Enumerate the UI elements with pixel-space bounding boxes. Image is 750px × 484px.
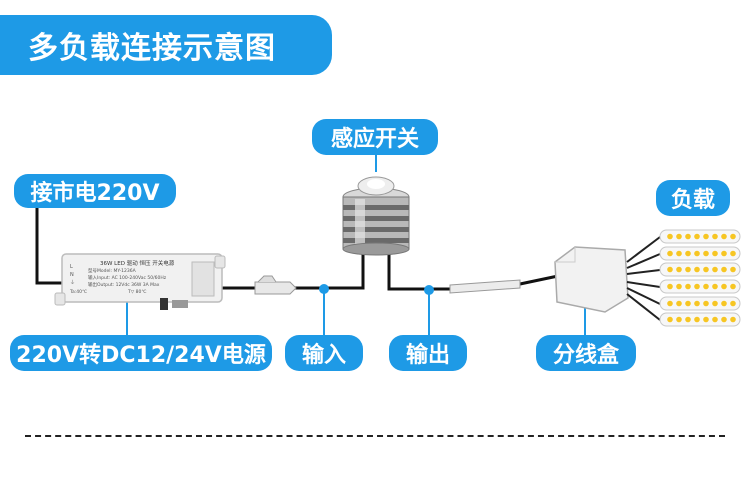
- sensor-label: 感应开关: [312, 119, 438, 155]
- led-chip: [685, 316, 691, 323]
- led-chip: [712, 266, 718, 273]
- led-chip: [676, 266, 682, 273]
- led-chip: [667, 266, 673, 273]
- led-chip: [667, 316, 673, 323]
- led-chip: [703, 233, 709, 240]
- led-strip: [659, 279, 741, 294]
- led-chip: [721, 316, 727, 323]
- power-supply: 36W LED 驱动 恒压 开关电源 型号Model: MY-1236A 输入I…: [54, 253, 226, 310]
- load-wires: [626, 236, 661, 321]
- splitter-feed-wire: [519, 274, 559, 286]
- led-strips: [659, 229, 741, 327]
- led-chip: [721, 300, 727, 307]
- led-chip: [685, 300, 691, 307]
- mains-label: 接市电220V: [14, 174, 176, 208]
- led-chip: [721, 233, 727, 240]
- led-chip: [685, 283, 691, 290]
- led-chip: [685, 250, 691, 257]
- page-title: 多负载连接示意图: [0, 15, 332, 75]
- led-chip: [685, 233, 691, 240]
- svg-text:Ta:40℃: Ta:40℃: [69, 289, 87, 295]
- led-chip: [694, 233, 700, 240]
- led-chip: [712, 233, 718, 240]
- svg-text:L: L: [70, 264, 73, 270]
- dc-connector: [254, 275, 297, 295]
- power-label: 220V转DC12/24V电源: [10, 335, 272, 371]
- splitter-box: [554, 246, 629, 313]
- led-chip: [667, 250, 673, 257]
- led-chip: [694, 316, 700, 323]
- led-chip: [694, 283, 700, 290]
- led-chip: [703, 283, 709, 290]
- output-connector: [449, 279, 521, 294]
- led-chip: [676, 300, 682, 307]
- psu-label-line1: 36W LED 驱动 恒压 开关电源: [100, 259, 175, 267]
- led-strip: [659, 229, 741, 244]
- led-chip: [730, 283, 736, 290]
- led-chip: [730, 266, 736, 273]
- output-wire: [387, 250, 450, 291]
- led-chip: [667, 300, 673, 307]
- led-chip: [721, 283, 727, 290]
- led-chip: [721, 266, 727, 273]
- led-chip: [730, 300, 736, 307]
- output-dot: [424, 285, 434, 295]
- led-chip: [712, 250, 718, 257]
- svg-text:N: N: [70, 272, 74, 278]
- led-chip: [694, 300, 700, 307]
- led-strip: [659, 312, 741, 327]
- led-chip: [676, 233, 682, 240]
- led-chip: [694, 250, 700, 257]
- led-chip: [730, 316, 736, 323]
- led-chip: [712, 300, 718, 307]
- section-divider: [25, 435, 725, 437]
- svg-text:型号Model: MY-1236A: 型号Model: MY-1236A: [88, 267, 137, 274]
- led-chip: [685, 266, 691, 273]
- led-chip: [712, 316, 718, 323]
- led-chip: [667, 283, 673, 290]
- input-label: 输入: [285, 335, 363, 371]
- led-chip: [694, 266, 700, 273]
- led-chip: [703, 250, 709, 257]
- led-chip: [721, 250, 727, 257]
- svg-text:输出Output: 12Vdc 36W 3A Max: 输出Output: 12Vdc 36W 3A Max: [88, 281, 160, 288]
- svg-text:T▽ 80℃: T▽ 80℃: [127, 289, 146, 295]
- led-chip: [703, 266, 709, 273]
- input-dot: [319, 284, 329, 294]
- splitter-label: 分线盒: [536, 335, 636, 371]
- led-chip: [676, 283, 682, 290]
- led-chip: [730, 233, 736, 240]
- led-strip: [659, 246, 741, 261]
- output-label: 输出: [389, 335, 467, 371]
- led-chip: [703, 300, 709, 307]
- input-wire: [295, 250, 365, 290]
- led-chip: [703, 316, 709, 323]
- led-strip: [659, 296, 741, 311]
- sensor-switch: [342, 176, 410, 256]
- led-strip: [659, 262, 741, 277]
- led-chip: [676, 316, 682, 323]
- led-chip: [676, 250, 682, 257]
- led-chip: [712, 283, 718, 290]
- load-label: 负载: [656, 180, 730, 216]
- led-chip: [667, 233, 673, 240]
- mains-wire: [35, 205, 62, 285]
- svg-text:输入Input: AC 100-240Vac 50/60Hz: 输入Input: AC 100-240Vac 50/60Hz: [88, 274, 167, 281]
- led-chip: [730, 250, 736, 257]
- svg-text:⏚: ⏚: [70, 279, 75, 286]
